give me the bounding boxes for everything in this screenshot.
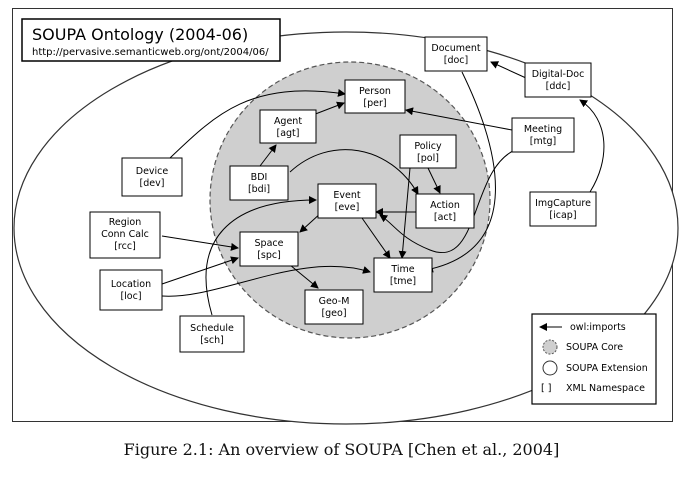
svg-text:BDI: BDI xyxy=(251,172,268,183)
node-geo-m: Geo-M [geo] xyxy=(304,289,364,325)
edge-pol-tme xyxy=(398,167,411,259)
title-url: http://pervasive.semanticweb.org/ont/200… xyxy=(32,47,269,58)
svg-text:[tme]: [tme] xyxy=(390,276,416,287)
svg-text:Person: Person xyxy=(359,86,391,97)
legend-namespace: XML Namespace xyxy=(566,383,645,394)
legend-imports: owl:imports xyxy=(570,322,626,333)
node-person: Person [per] xyxy=(344,79,406,114)
svg-text:ImgCapture: ImgCapture xyxy=(535,198,591,209)
svg-text:Action: Action xyxy=(430,200,460,211)
svg-text:Meeting: Meeting xyxy=(524,124,562,135)
node-location: Location [loc] xyxy=(99,269,163,311)
figure-caption: Figure 2.1: An overview of SOUPA [Chen e… xyxy=(123,440,560,459)
title-box: SOUPA Ontology (2004-06) http://pervasiv… xyxy=(21,18,281,62)
node-policy: Policy [pol] xyxy=(399,134,457,169)
svg-text:[bdi]: [bdi] xyxy=(248,184,270,195)
edge-mtg-per xyxy=(405,107,513,131)
node-event: Event [eve] xyxy=(317,183,377,219)
legend-namespace-symbol: [ ] xyxy=(541,383,551,394)
svg-text:Region: Region xyxy=(109,217,142,228)
edge-bdi-act xyxy=(289,149,419,195)
svg-text:Conn Calc: Conn Calc xyxy=(101,229,149,240)
svg-text:[spc]: [spc] xyxy=(257,250,281,261)
svg-text:Device: Device xyxy=(136,166,169,177)
legend-core: SOUPA Core xyxy=(566,342,623,353)
edge-ddc-doc xyxy=(490,61,527,79)
svg-text:[act]: [act] xyxy=(434,212,456,223)
edge-dev-per xyxy=(169,89,346,159)
edge-sch-eve xyxy=(205,196,317,316)
svg-text:Policy: Policy xyxy=(414,141,442,152)
svg-text:[dev]: [dev] xyxy=(140,178,165,189)
nodes: Document [doc] Digital-Doc [ddc] Person … xyxy=(89,36,597,353)
edge-loc-spc xyxy=(161,256,239,285)
edge-rcc-spc xyxy=(161,235,239,251)
svg-text:[mtg]: [mtg] xyxy=(530,136,556,147)
edge-spc-geo xyxy=(289,264,319,289)
svg-text:[per]: [per] xyxy=(363,98,386,109)
node-space: Space [spc] xyxy=(239,231,299,267)
svg-text:Digital-Doc: Digital-Doc xyxy=(532,69,585,80)
svg-text:Schedule: Schedule xyxy=(190,323,234,334)
legend-core-icon xyxy=(542,339,558,355)
edge-doc-tme xyxy=(425,71,496,273)
svg-text:Document: Document xyxy=(431,43,480,54)
svg-text:[sch]: [sch] xyxy=(200,335,224,346)
title-text: SOUPA Ontology (2004-06) xyxy=(32,25,248,44)
node-meeting: Meeting [mtg] xyxy=(511,117,575,153)
svg-text:[doc]: [doc] xyxy=(444,55,468,66)
svg-text:[pol]: [pol] xyxy=(417,153,439,164)
edge-icap-ddc xyxy=(579,99,605,193)
svg-text:Location: Location xyxy=(111,279,151,290)
soupa-diagram: SOUPA Ontology (2004-06) http://pervasiv… xyxy=(13,18,679,425)
svg-text:Geo-M: Geo-M xyxy=(319,296,350,307)
node-document: Document [doc] xyxy=(424,36,488,72)
node-action: Action [act] xyxy=(415,193,475,229)
svg-text:Time: Time xyxy=(390,264,414,275)
edge-eve-tme xyxy=(361,217,391,259)
node-img-capture: ImgCapture [icap] xyxy=(529,191,597,227)
svg-text:[ddc]: [ddc] xyxy=(546,81,571,92)
legend: owl:imports SOUPA Core SOUPA Extension [… xyxy=(531,313,657,405)
svg-text:[rcc]: [rcc] xyxy=(114,241,136,252)
edge-loc-tme xyxy=(161,265,371,297)
svg-text:Event: Event xyxy=(333,190,360,201)
svg-text:[loc]: [loc] xyxy=(120,291,141,302)
svg-text:[icap]: [icap] xyxy=(549,210,576,221)
node-device: Device [dev] xyxy=(121,157,183,197)
svg-text:[agt]: [agt] xyxy=(277,128,300,139)
node-time: Time [tme] xyxy=(373,257,433,293)
edge-pol-act xyxy=(427,167,441,194)
svg-text:Agent: Agent xyxy=(274,116,302,127)
edge-mtg-eve xyxy=(379,149,516,253)
legend-extension-icon xyxy=(542,360,558,376)
edge-bdi-agt xyxy=(259,144,277,167)
node-agent: Agent [agt] xyxy=(259,109,317,144)
node-digital-doc: Digital-Doc [ddc] xyxy=(524,62,592,98)
svg-text:[geo]: [geo] xyxy=(321,308,346,319)
svg-text:[eve]: [eve] xyxy=(335,202,360,213)
node-bdi: BDI [bdi] xyxy=(229,165,289,201)
node-region: Region Conn Calc [rcc] xyxy=(89,211,161,259)
node-schedule: Schedule [sch] xyxy=(179,315,245,353)
legend-extension: SOUPA Extension xyxy=(566,363,648,374)
svg-text:Space: Space xyxy=(255,238,284,249)
